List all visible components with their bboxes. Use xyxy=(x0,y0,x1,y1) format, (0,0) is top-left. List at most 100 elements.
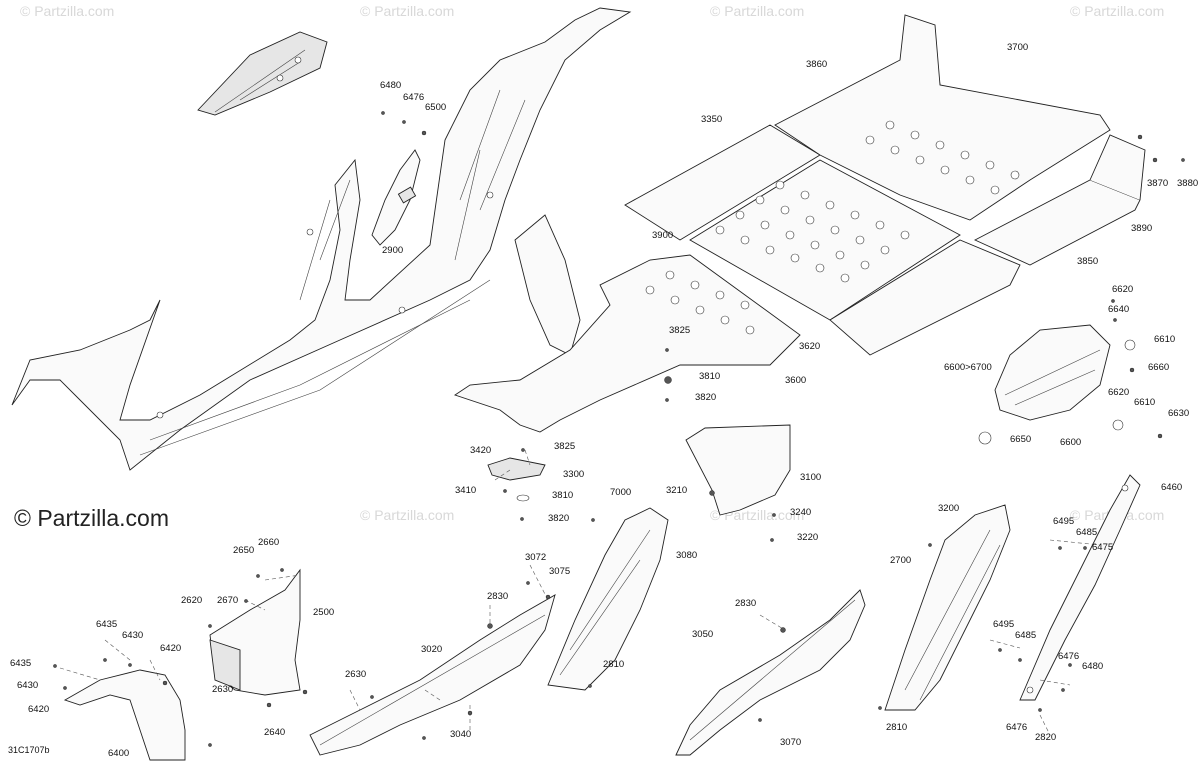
part-callout-6640[interactable]: 6640 xyxy=(1108,304,1129,315)
part-callout-6400[interactable]: 6400 xyxy=(108,748,129,759)
part-callout-3350[interactable]: 3350 xyxy=(701,114,722,125)
part-callout-3040[interactable]: 3040 xyxy=(450,729,471,740)
part-callout-6480[interactable]: 6480 xyxy=(380,80,401,91)
part-callout-3200[interactable]: 3200 xyxy=(938,503,959,514)
part-callout-6650[interactable]: 6650 xyxy=(1010,434,1031,445)
part-callout-3220[interactable]: 3220 xyxy=(797,532,818,543)
center-flap xyxy=(514,214,581,356)
part-callout-6630[interactable]: 6630 xyxy=(1168,408,1189,419)
part-callout-3880[interactable]: 3880 xyxy=(1177,178,1198,189)
part-callout-6495[interactable]: 6495 xyxy=(1053,516,1074,527)
rocker-3020 xyxy=(309,594,556,756)
part-callout-3100[interactable]: 3100 xyxy=(800,472,821,483)
part-callout-6480[interactable]: 6480 xyxy=(1082,661,1103,672)
part-callout-3820[interactable]: 3820 xyxy=(548,513,569,524)
part-callout-6476[interactable]: 6476 xyxy=(403,92,424,103)
part-callout-3825[interactable]: 3825 xyxy=(554,441,575,452)
part-callout-3420[interactable]: 3420 xyxy=(470,445,491,456)
part-callout-3700[interactable]: 3700 xyxy=(1007,42,1028,53)
part-callout-6460[interactable]: 6460 xyxy=(1161,482,1182,493)
part-callout-6495[interactable]: 6495 xyxy=(993,619,1014,630)
part-callout-6485[interactable]: 6485 xyxy=(1015,630,1036,641)
floor-panel-3600 xyxy=(453,254,801,433)
part-callout-6610[interactable]: 6610 xyxy=(1134,397,1155,408)
part-callout-6660[interactable]: 6660 xyxy=(1148,362,1169,373)
part-callout-3050[interactable]: 3050 xyxy=(692,629,713,640)
part-callout-3870[interactable]: 3870 xyxy=(1147,178,1168,189)
part-callout-6476[interactable]: 6476 xyxy=(1006,722,1027,733)
part-callout-7000[interactable]: 7000 xyxy=(610,487,631,498)
part-callout-6475[interactable]: 6475 xyxy=(1092,542,1113,553)
part-callout-6500[interactable]: 6500 xyxy=(425,102,446,113)
fastener-group xyxy=(53,111,1185,747)
part-callout-3900[interactable]: 3900 xyxy=(652,230,673,241)
rocker-3050 xyxy=(675,589,866,756)
part-callout-3820[interactable]: 3820 xyxy=(695,392,716,403)
watermark-text: © Partzilla.com xyxy=(360,3,454,19)
part-callout-3810[interactable]: 3810 xyxy=(552,490,573,501)
part-callout-3890[interactable]: 3890 xyxy=(1131,223,1152,234)
part-callout-2620[interactable]: 2620 xyxy=(181,595,202,606)
door-2700 xyxy=(884,504,1011,711)
part-callout-3825[interactable]: 3825 xyxy=(669,325,690,336)
part-callout-6435[interactable]: 6435 xyxy=(96,619,117,630)
fender-6400 xyxy=(63,669,186,761)
panel-3100 xyxy=(685,424,791,516)
part-callout-3300[interactable]: 3300 xyxy=(563,469,584,480)
part-callout-2810[interactable]: 2810 xyxy=(886,722,907,733)
part-callout-2630[interactable]: 2630 xyxy=(345,669,366,680)
part-callout-2660[interactable]: 2660 xyxy=(258,537,279,548)
part-callout-2670[interactable]: 2670 xyxy=(217,595,238,606)
part-callout-3020[interactable]: 3020 xyxy=(421,644,442,655)
part-callout-3600[interactable]: 3600 xyxy=(785,375,806,386)
door-3080 xyxy=(547,507,669,691)
part-callout-3072[interactable]: 3072 xyxy=(525,552,546,563)
part-callout-6485[interactable]: 6485 xyxy=(1076,527,1097,538)
part-callout-6610[interactable]: 6610 xyxy=(1154,334,1175,345)
part-callout-2830[interactable]: 2830 xyxy=(735,598,756,609)
part-callout-2900[interactable]: 2900 xyxy=(382,245,403,256)
part-callout-6476[interactable]: 6476 xyxy=(1058,651,1079,662)
part-callout-2640[interactable]: 2640 xyxy=(264,727,285,738)
watermark-text: © Partzilla.com xyxy=(20,3,114,19)
part-callout-2810[interactable]: 2810 xyxy=(603,659,624,670)
part-callout-3075[interactable]: 3075 xyxy=(549,566,570,577)
part-callout-3810[interactable]: 3810 xyxy=(699,371,720,382)
floor-panel-3700 xyxy=(774,14,1111,221)
part-callout-2500[interactable]: 2500 xyxy=(313,607,334,618)
rail-6460 xyxy=(1019,474,1141,701)
part-callout-6620[interactable]: 6620 xyxy=(1112,284,1133,295)
part-callout-2830[interactable]: 2830 xyxy=(487,591,508,602)
part-callout-3620[interactable]: 3620 xyxy=(799,341,820,352)
reference-code: 31C1707b xyxy=(8,745,50,755)
part-callout-3210[interactable]: 3210 xyxy=(666,485,687,496)
watermark-text: © Partzilla.com xyxy=(1070,3,1164,19)
part-callout-3080[interactable]: 3080 xyxy=(676,550,697,561)
part-callout-3410[interactable]: 3410 xyxy=(455,485,476,496)
part-callout-6600[interactable]: 6600 xyxy=(1060,437,1081,448)
part-callout-6430[interactable]: 6430 xyxy=(122,630,143,641)
panel-2500 xyxy=(209,568,301,696)
part-callout-6430[interactable]: 6430 xyxy=(17,680,38,691)
part-callout-2650[interactable]: 2650 xyxy=(233,545,254,556)
part-callout-6600-to-6700[interactable]: 6600>6700 xyxy=(944,362,992,373)
watermark-text: © Partzilla.com xyxy=(360,507,454,523)
part-callout-2630[interactable]: 2630 xyxy=(212,684,233,695)
part-callout-3860[interactable]: 3860 xyxy=(806,59,827,70)
part-3300 xyxy=(487,457,546,502)
assembly-lines xyxy=(59,449,1101,736)
part-callout-3070[interactable]: 3070 xyxy=(780,737,801,748)
part-callout-6420[interactable]: 6420 xyxy=(28,704,49,715)
part-callout-6620[interactable]: 6620 xyxy=(1108,387,1129,398)
part-callout-3850[interactable]: 3850 xyxy=(1077,256,1098,267)
left-side-frame xyxy=(11,7,632,471)
part-callout-6420[interactable]: 6420 xyxy=(160,643,181,654)
brand-watermark: © Partzilla.com xyxy=(14,505,169,531)
part-callout-2820[interactable]: 2820 xyxy=(1035,732,1056,743)
part-callout-6435[interactable]: 6435 xyxy=(10,658,31,669)
part-callout-2700[interactable]: 2700 xyxy=(890,555,911,566)
upper-trim-panel xyxy=(197,31,328,116)
part-callout-3240[interactable]: 3240 xyxy=(790,507,811,518)
